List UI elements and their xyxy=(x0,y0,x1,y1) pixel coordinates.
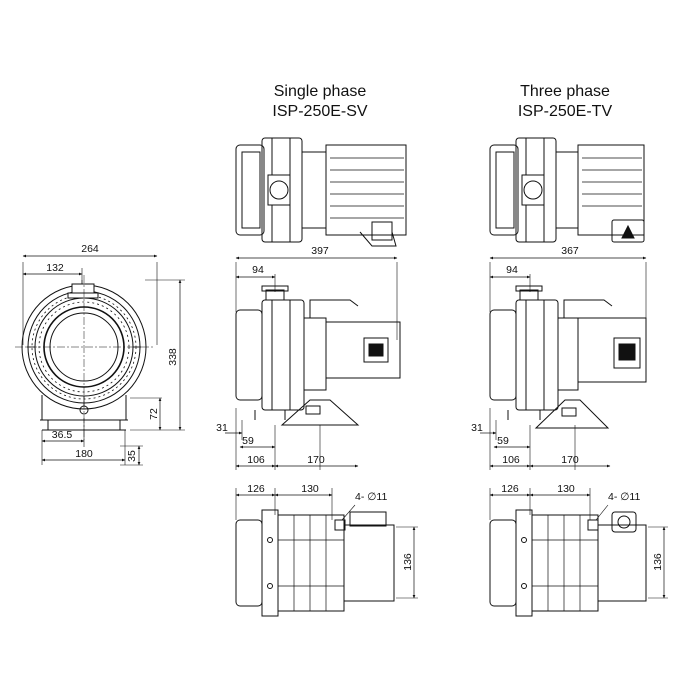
single-dim-94-label: 94 xyxy=(252,264,264,276)
single-phase-model: ISP-250E-SV xyxy=(272,103,368,120)
three-phase-model: ISP-250E-TV xyxy=(517,103,613,120)
dim-180-label: 180 xyxy=(75,448,93,460)
single-phase-title: Single phase xyxy=(273,83,367,100)
three-side-view xyxy=(480,256,647,470)
three-phase-title: Three phase xyxy=(520,83,610,100)
three-dim-94-label: 94 xyxy=(506,264,518,276)
single-dim-130-label: 130 xyxy=(301,483,319,495)
dim-132-label: 132 xyxy=(46,262,64,274)
dim-35-label: 35 xyxy=(126,450,138,462)
single-dim-31-label: 31 xyxy=(216,422,228,434)
single-dim-126-label: 126 xyxy=(247,483,265,495)
single-dim-170-label: 170 xyxy=(307,454,325,466)
three-dim-130-label: 130 xyxy=(557,483,575,495)
single-holes-label: 4- ∅11 xyxy=(355,491,387,503)
three-dim-126-label: 126 xyxy=(501,483,519,495)
single-bottom-view xyxy=(235,488,418,617)
dim-36-5-label: 36.5 xyxy=(52,429,73,441)
end-view xyxy=(15,254,185,466)
single-phase-heading: Single phase ISP-250E-SV xyxy=(245,82,395,122)
three-dim-106-label: 106 xyxy=(502,454,520,466)
three-dim-170-label: 170 xyxy=(561,454,579,466)
three-dim-136-label: 136 xyxy=(652,553,664,571)
three-dim-59-label: 59 xyxy=(497,435,509,447)
dim-264-label: 264 xyxy=(81,243,99,255)
single-dim-397-label: 397 xyxy=(311,245,329,257)
single-side-view xyxy=(225,256,401,470)
dim-72-label: 72 xyxy=(148,408,160,420)
three-top-view xyxy=(489,137,645,243)
three-dim-31-label: 31 xyxy=(471,422,483,434)
three-dim-367-label: 367 xyxy=(561,245,579,257)
single-dim-106-label: 106 xyxy=(247,454,265,466)
single-dim-59-label: 59 xyxy=(242,435,254,447)
single-dim-136-label: 136 xyxy=(402,553,414,571)
three-bottom-view xyxy=(489,488,668,617)
dim-338-label: 338 xyxy=(167,348,179,366)
single-top-view xyxy=(235,137,407,247)
three-holes-label: 4- ∅11 xyxy=(608,491,640,503)
three-phase-heading: Three phase ISP-250E-TV xyxy=(490,82,640,122)
